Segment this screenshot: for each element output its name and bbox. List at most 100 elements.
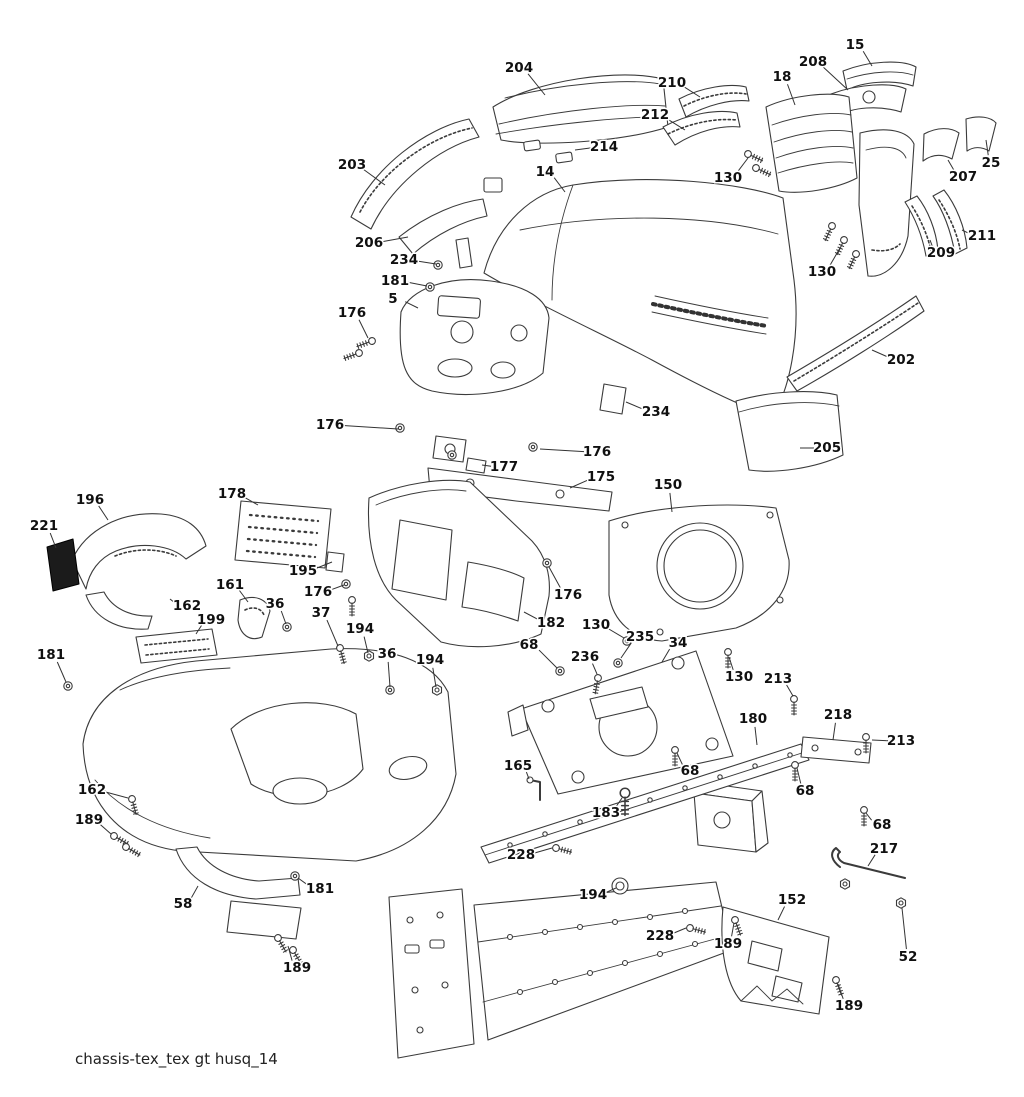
leader-line: [297, 877, 309, 886]
callout-label-176: 176: [316, 417, 344, 433]
part-dash-lower: [367, 479, 550, 648]
leader-line: [961, 229, 970, 235]
part-grille-insert-upper: [678, 84, 750, 118]
part-grille-trim-upper: [350, 118, 503, 230]
leader-line: [548, 566, 562, 589]
leader-line: [363, 636, 369, 654]
part-side-grille: [786, 295, 925, 392]
callout-label-130: 130: [582, 617, 610, 633]
callout-label-209: 209: [927, 245, 955, 261]
leader-line: [871, 739, 889, 742]
leader-line: [49, 532, 57, 549]
part-grille-insert-lower: [662, 110, 741, 146]
leader-line: [985, 139, 989, 156]
leader-line: [605, 887, 617, 894]
leader-line: [523, 611, 540, 621]
part-hood-clips: [523, 139, 573, 164]
leader-line: [358, 319, 369, 339]
part-hood: [483, 179, 797, 417]
leader-line: [525, 771, 530, 780]
callout-label-130: 130: [808, 264, 836, 280]
callout-label-228: 228: [507, 847, 535, 863]
part-lens-cap-outer: [965, 116, 997, 152]
leader-line: [98, 505, 109, 521]
callout-label-181: 181: [381, 273, 409, 289]
callout-label-206: 206: [355, 235, 383, 251]
leader-line: [533, 847, 553, 854]
leader-line: [104, 791, 129, 799]
leader-line: [837, 983, 844, 1000]
leader-line: [832, 722, 836, 741]
leader-line: [901, 907, 907, 950]
part-fender-footrest: [82, 648, 457, 940]
leader-line: [607, 627, 625, 639]
part-chassis-frame: [388, 877, 733, 1059]
callout-label-202: 202: [887, 352, 915, 368]
callout-label-181: 181: [306, 881, 334, 897]
callout-label-25: 25: [982, 155, 1001, 171]
leader-line: [387, 661, 391, 688]
callout-label-212: 212: [641, 107, 669, 123]
leader-line: [862, 50, 873, 67]
leader-line: [786, 684, 794, 697]
part-grille-panel: [765, 93, 858, 193]
callout-label-68: 68: [520, 637, 539, 653]
callout-label-68: 68: [796, 783, 815, 799]
callout-label-68: 68: [681, 763, 700, 779]
callout-label-37: 37: [312, 605, 331, 621]
leader-line: [672, 927, 687, 935]
leader-line: [280, 610, 287, 625]
callout-label-218: 218: [824, 707, 852, 723]
leader-line: [432, 667, 437, 688]
callout-label-236: 236: [571, 649, 599, 665]
callout-label-18: 18: [773, 69, 792, 85]
callout-label-5: 5: [388, 291, 397, 307]
part-decal: [599, 383, 627, 415]
callout-label-181: 181: [37, 647, 65, 663]
part-side-insert-left: [904, 195, 939, 257]
leader-line: [731, 922, 735, 937]
callout-label-36: 36: [378, 646, 397, 662]
part-grille-trim-lower: [398, 198, 488, 269]
callout-label-152: 152: [778, 892, 806, 908]
leader-line: [569, 479, 589, 489]
leader-line: [381, 236, 409, 243]
leader-line: [871, 349, 889, 358]
leader-line: [195, 625, 202, 635]
callout-label-183: 183: [592, 805, 620, 821]
callout-label-176: 176: [583, 444, 611, 460]
part-rubber-wedge: [46, 538, 80, 592]
callout-label-130: 130: [725, 669, 753, 685]
leader-line: [867, 854, 876, 867]
part-tank-support: [608, 504, 790, 642]
part-front-fender-right: [858, 129, 915, 277]
part-lens-cap: [922, 128, 960, 162]
callout-label-14: 14: [536, 164, 555, 180]
leader-line: [661, 648, 671, 663]
callout-label-175: 175: [587, 469, 615, 485]
callout-label-182: 182: [537, 615, 565, 631]
callout-label-208: 208: [799, 54, 827, 70]
callout-label-217: 217: [870, 841, 898, 857]
leader-line: [736, 157, 749, 173]
leader-line: [56, 661, 67, 683]
part-lift-rod: [831, 847, 906, 879]
leader-line: [829, 247, 841, 266]
leader-line: [553, 177, 566, 193]
leader-line: [787, 84, 796, 106]
leader-line: [676, 752, 683, 765]
callout-label-189: 189: [835, 998, 863, 1014]
callout-label-214: 214: [590, 139, 618, 155]
leader-line: [592, 663, 598, 675]
part-dash-upper: [399, 279, 550, 395]
part-frame-rail: [480, 743, 810, 864]
leader-line: [243, 496, 259, 506]
leader-line: [481, 464, 492, 467]
callout-label-234: 234: [390, 252, 418, 268]
leader-line: [683, 86, 701, 98]
leader-line: [287, 945, 293, 961]
leader-line: [620, 642, 632, 659]
callout-label-194: 194: [416, 652, 444, 668]
leader-line: [728, 656, 734, 670]
